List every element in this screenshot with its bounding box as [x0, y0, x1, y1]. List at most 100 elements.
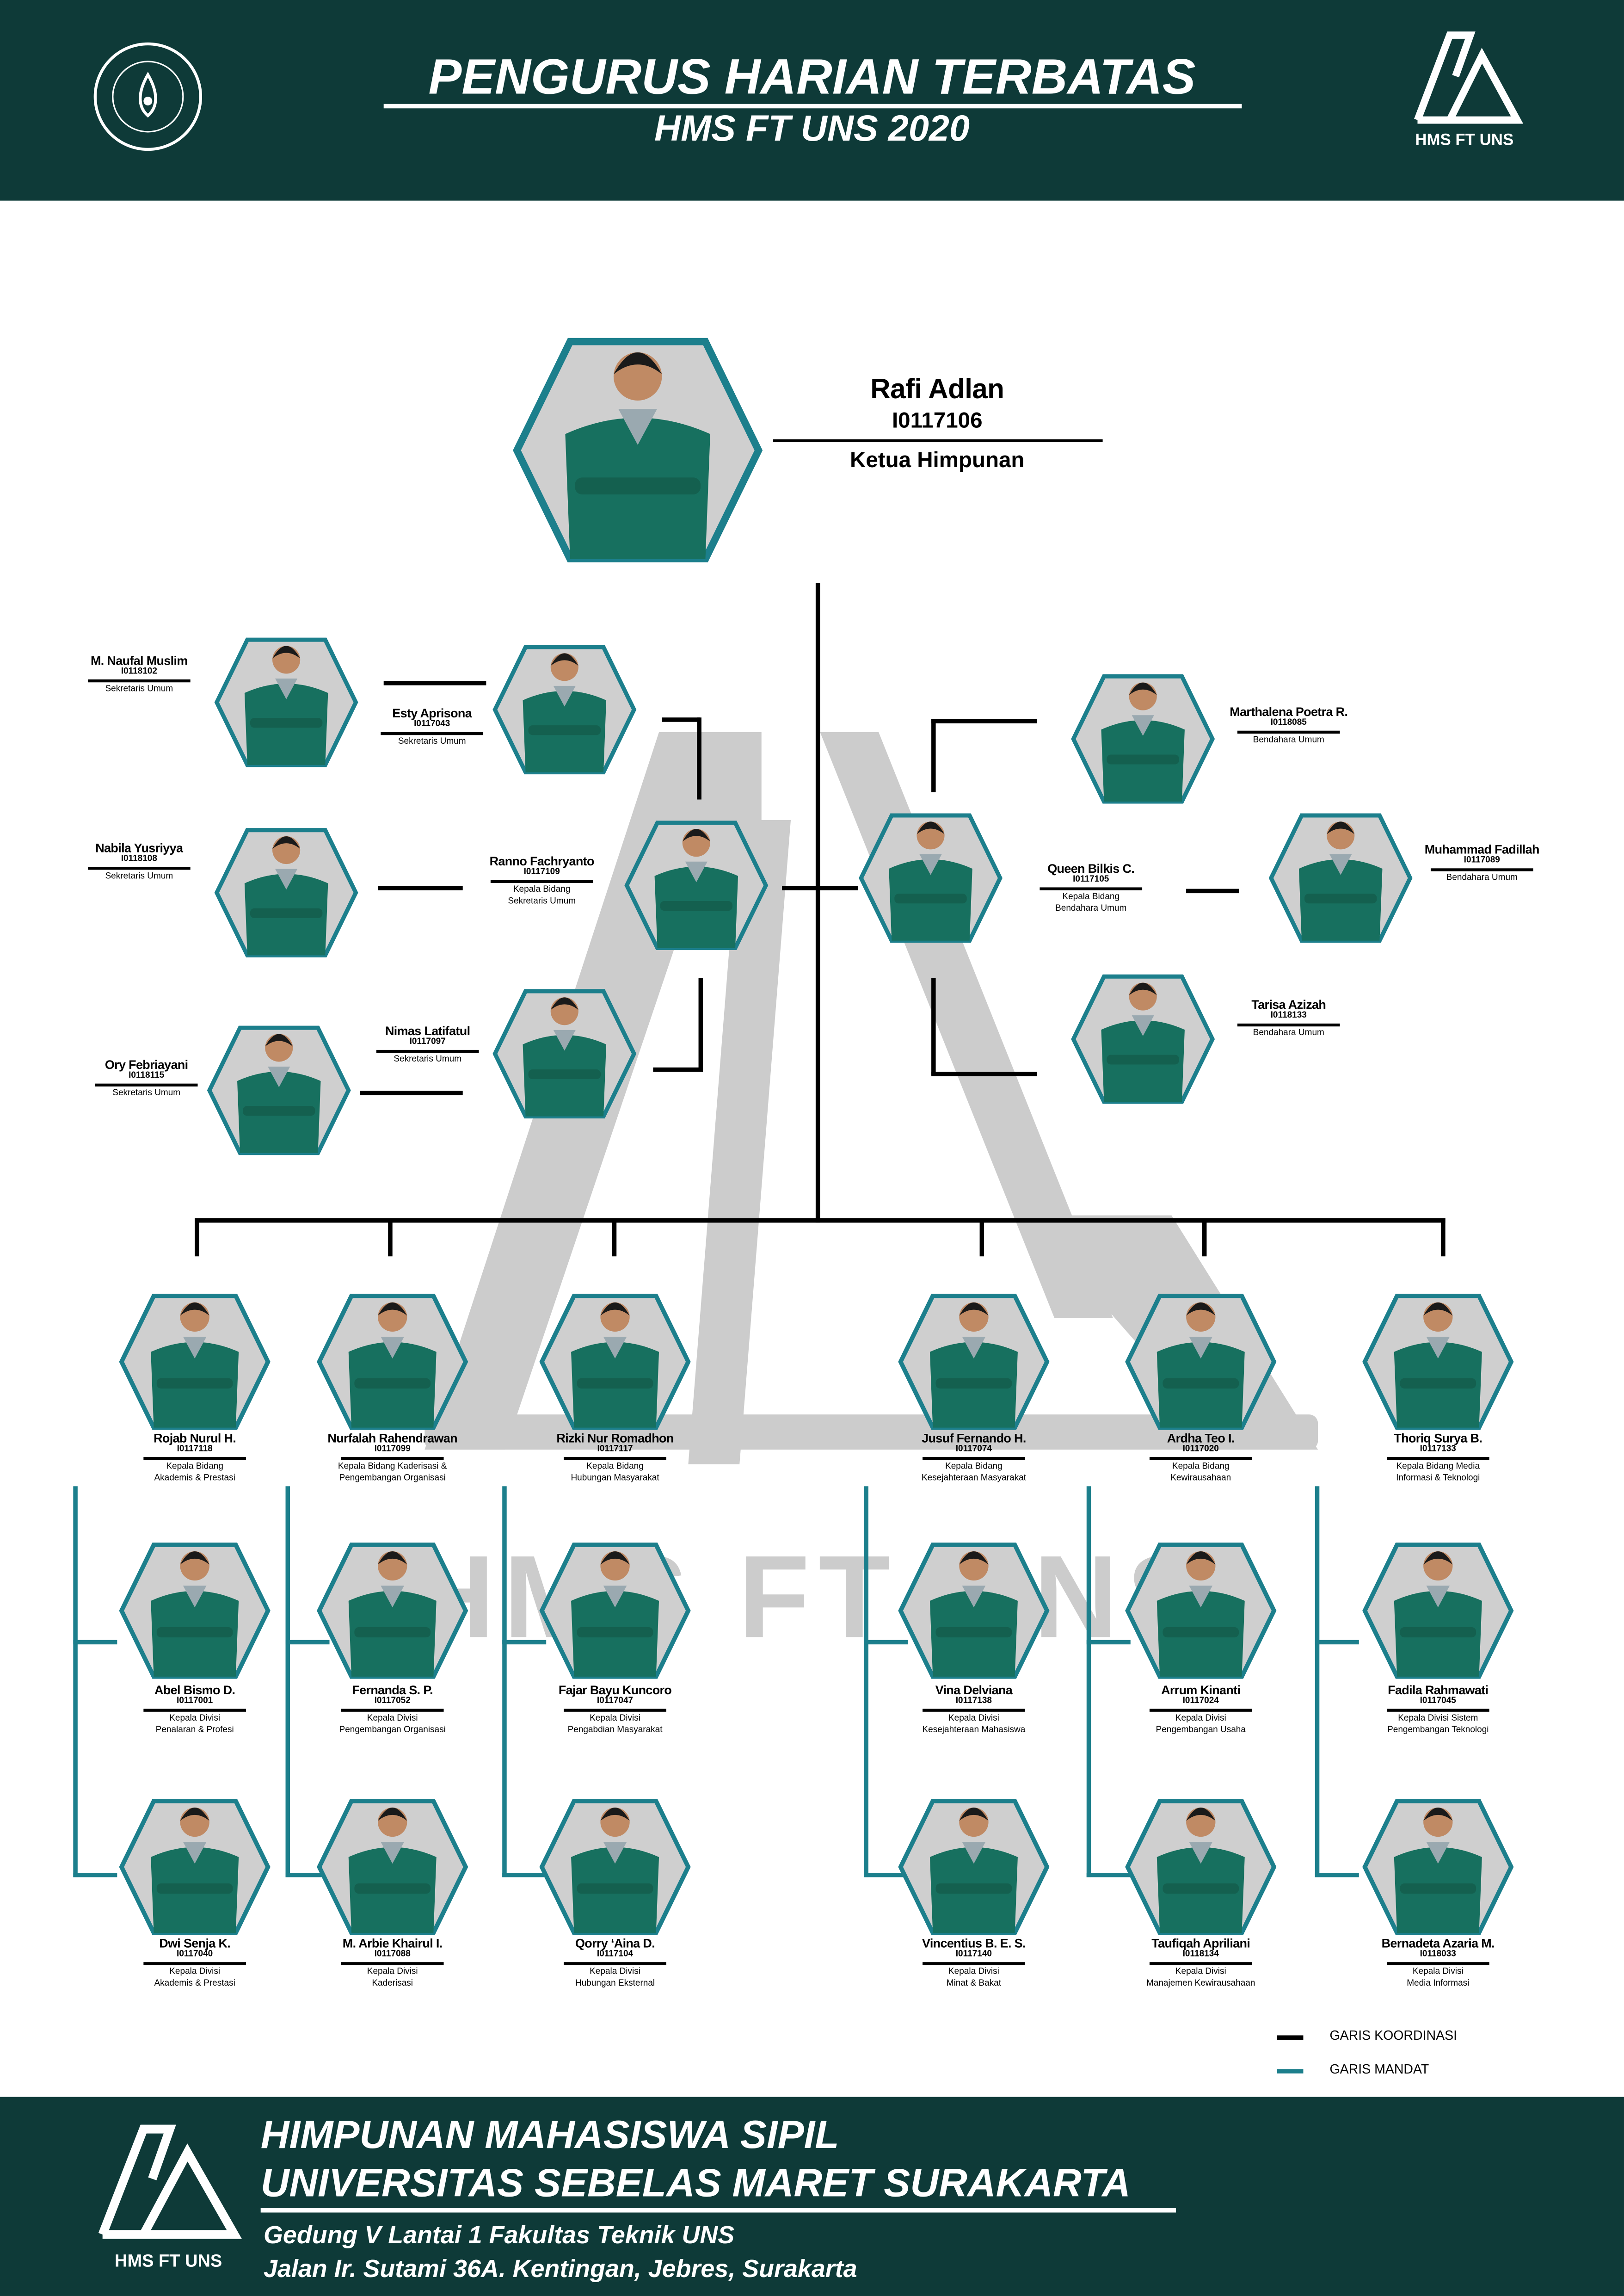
name-divider — [88, 867, 191, 870]
member-id: I0117052 — [374, 1697, 411, 1706]
member-role: Kepala Divisi — [1175, 1715, 1226, 1724]
drop-line — [195, 1218, 199, 1257]
member-name: Thoriq Surya B. — [1394, 1430, 1483, 1445]
member-id: I0117024 — [1182, 1697, 1219, 1706]
member-photo — [1362, 1293, 1514, 1430]
name-divider — [88, 680, 191, 683]
member-photo — [119, 1543, 271, 1679]
member-name: Fajar Bayu Kuncoro — [558, 1682, 672, 1697]
member-role: Media Informasi — [1407, 1979, 1470, 1988]
member-label: Ory Febriayani I0118115 Sekretaris Umum — [66, 1057, 227, 1101]
member-role: Kaderisasi — [372, 1979, 413, 1988]
mandat-line — [1086, 1486, 1091, 1877]
drop-line — [1202, 1218, 1207, 1257]
footer-logo-label: HMS FT UNS — [115, 2250, 222, 2271]
member-id: I0117133 — [1420, 1445, 1456, 1455]
member-name: Muhammad Fadillah — [1424, 842, 1540, 857]
member-name: Fadila Rahmawati — [1388, 1682, 1489, 1697]
coord-line — [698, 978, 703, 1071]
member-role: Kepala Divisi — [367, 1715, 418, 1724]
member-role: Kepala Divisi — [169, 1969, 221, 1978]
member-role: Pengembangan Organisasi — [339, 1474, 446, 1483]
mandat-line — [285, 1486, 290, 1877]
name-divider — [1430, 869, 1533, 872]
name-divider — [772, 439, 1102, 442]
member-id: I0117020 — [1182, 1445, 1219, 1455]
member-role: Kepala Divisi — [948, 1715, 999, 1724]
member-role: Kepala Bidang — [586, 1463, 644, 1472]
member-photo — [1125, 1799, 1277, 1935]
coord-line — [697, 717, 701, 800]
member-role: Pengembangan Organisasi — [339, 1726, 446, 1735]
member-id: I0118115 — [129, 1072, 165, 1081]
member-role: Kepala Divisi Sistem — [1398, 1715, 1478, 1724]
coord-line — [653, 1067, 703, 1072]
member-role: Kepala Bidang Media — [1396, 1463, 1480, 1472]
member-id: I0117097 — [409, 1038, 446, 1048]
university-seal-logo — [93, 42, 203, 151]
name-divider — [490, 880, 593, 884]
legend-mandat-label: GARIS MANDAT — [1329, 2061, 1429, 2077]
member-role: Hubungan Eksternal — [575, 1979, 655, 1988]
name-divider — [143, 1457, 246, 1461]
member-role: Sekretaris Umum — [105, 685, 173, 695]
member-name: Rafi Adlan — [870, 375, 1004, 406]
footer-hms-logo-icon — [98, 2124, 242, 2239]
mandat-line — [864, 1640, 908, 1645]
member-id: I0117140 — [955, 1950, 992, 1960]
member-role: Kesejahteraan Mahasiswa — [922, 1726, 1026, 1735]
member-name: Jusuf Fernando H. — [922, 1430, 1026, 1445]
member-id: I0118085 — [1270, 719, 1307, 728]
drop-line — [1441, 1218, 1446, 1257]
member-role: Akademis & Prestasi — [154, 1474, 235, 1483]
member-role: Penalaran & Profesi — [155, 1726, 234, 1735]
member-label: Taufiqah Apriliani I0118134 Kepala Divis… — [1120, 1936, 1281, 1989]
member-photo — [214, 828, 357, 958]
member-id: I0117117 — [597, 1445, 633, 1455]
name-divider — [923, 1457, 1025, 1461]
member-photo — [119, 1799, 271, 1935]
member-role: Pengabdian Masyarakat — [567, 1726, 663, 1735]
member-role: Ketua Himpunan — [850, 448, 1025, 473]
mandat-line — [502, 1873, 547, 1877]
name-divider — [1237, 1024, 1340, 1027]
member-label: Thoriq Surya B. I0117133 Kepala Bidang M… — [1358, 1431, 1519, 1484]
member-photo — [898, 1543, 1050, 1679]
mandat-line — [73, 1486, 78, 1877]
member-role: Bendahara Umum — [1253, 737, 1324, 746]
name-divider — [143, 1963, 246, 1966]
member-name: Esty Aprisona — [392, 705, 472, 721]
member-label: Rizki Nur Romadhon I0117117 Kepala Bidan… — [535, 1431, 695, 1484]
name-divider — [95, 1084, 198, 1087]
ketua-photo — [512, 339, 762, 563]
member-name: Ory Febriayani — [105, 1057, 188, 1072]
legend-mandat-swatch — [1277, 2069, 1304, 2074]
coord-line — [1186, 889, 1239, 894]
member-label: M. Arbie Khairul I. I0117088 Kepala Divi… — [312, 1936, 473, 1989]
member-id: I0117040 — [177, 1950, 213, 1960]
mandat-line — [1086, 1873, 1131, 1877]
member-label: Fajar Bayu Kuncoro I0117047 Kepala Divis… — [535, 1683, 695, 1736]
member-id: I0117001 — [177, 1697, 213, 1706]
member-role: Kepala Bidang — [1062, 894, 1120, 903]
member-photo — [1362, 1543, 1514, 1679]
member-role: Bendahara Umum — [1055, 904, 1127, 913]
member-photo — [119, 1293, 271, 1430]
drop-line — [612, 1218, 617, 1257]
member-id: I0118102 — [121, 668, 157, 677]
name-divider — [381, 733, 484, 736]
member-role: Minat & Bakat — [946, 1979, 1002, 1988]
footer-university-name: UNIVERSITAS SEBELAS MARET SURAKARTA — [260, 2161, 1131, 2205]
member-role: Kepala Bidang — [166, 1463, 223, 1472]
name-divider — [1149, 1457, 1252, 1461]
member-role: Kepala Bidang — [513, 886, 571, 895]
mandat-line — [73, 1873, 117, 1877]
member-photo — [1268, 814, 1412, 944]
header-logo-label: HMS FT UNS — [1415, 131, 1514, 149]
member-role: Pengembangan Usaha — [1156, 1726, 1246, 1735]
